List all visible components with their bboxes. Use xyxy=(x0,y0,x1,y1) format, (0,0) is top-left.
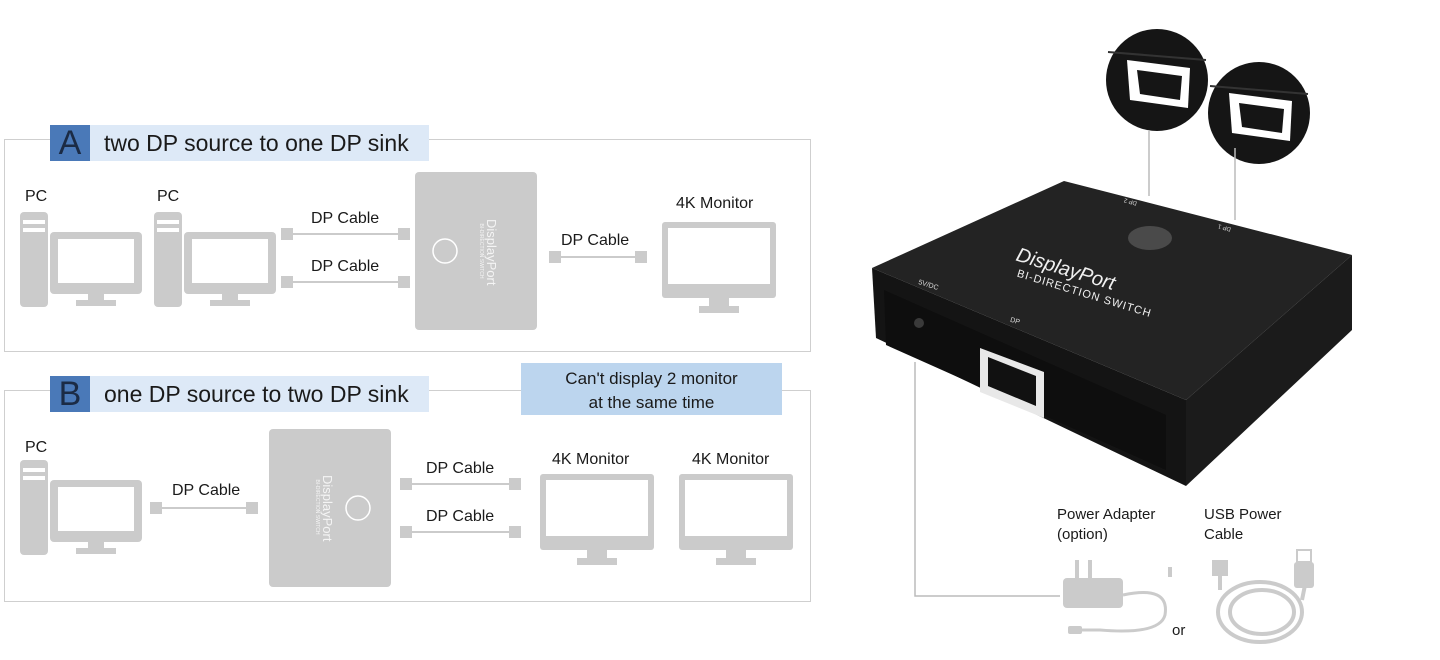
note-line-1: Can't display 2 monitor xyxy=(565,369,738,388)
pc-b-label: PC xyxy=(25,439,48,456)
or-label: or xyxy=(1172,622,1186,639)
panel-b-title: B one DP source to two DP sink xyxy=(50,375,429,413)
panel-b-letter: B xyxy=(50,375,90,413)
usb-cable-label: USB Power Cable xyxy=(1204,505,1282,545)
switch-a-icon xyxy=(415,172,537,330)
dp1-port-zoom-icon xyxy=(1208,62,1310,164)
usb-cable-icon xyxy=(1212,549,1314,644)
usb-cable-label-1: USB Power xyxy=(1204,506,1282,523)
power-adapter-label-1: Power Adapter xyxy=(1057,506,1156,523)
pc-a2-label: PC xyxy=(157,188,180,205)
note-line-2: at the same time xyxy=(588,393,715,412)
single-display-note: Can't display 2 monitor at the same time xyxy=(521,363,782,415)
cable-b1-label: DP Cable xyxy=(172,482,241,499)
monitor-b2-label: 4K Monitor xyxy=(692,451,770,468)
usb-cable-label-2: Cable xyxy=(1204,526,1244,543)
panel-b-title-text: one DP source to two DP sink xyxy=(104,380,409,407)
switch-b-icon xyxy=(269,429,391,587)
switch-a-brand-text: DisplayPort xyxy=(484,219,499,286)
cables-a xyxy=(281,228,647,288)
dp2-port-zoom-icon xyxy=(1106,29,1208,131)
switch-a-sub-text: BI-DIRECTION SWITCH xyxy=(478,223,484,279)
cable-a2-label: DP Cable xyxy=(311,258,380,275)
cable-a3-label: DP Cable xyxy=(561,232,630,249)
monitor-b1-label: 4K Monitor xyxy=(552,451,630,468)
switch-b-brand-text: DisplayPort xyxy=(320,475,335,542)
panel-a-title-text: two DP source to one DP sink xyxy=(104,129,409,156)
switch-device-icon xyxy=(872,181,1352,486)
switch-b-brand: DisplayPort BI-DIRECTION SWITCH xyxy=(305,475,335,542)
panel-a-title: A two DP source to one DP sink xyxy=(50,124,429,162)
cable-b2-label: DP Cable xyxy=(426,460,495,477)
pc-a1-label: PC xyxy=(25,188,48,205)
switch-a-brand: DisplayPort BI-DIRECTION SWITCH xyxy=(469,219,499,286)
power-adapter-label: Power Adapter (option) xyxy=(1057,505,1155,545)
power-adapter-label-2: (option) xyxy=(1057,526,1108,543)
monitor-a-label: 4K Monitor xyxy=(676,195,754,212)
cable-b3-label: DP Cable xyxy=(426,508,495,525)
monitor-b1-icon xyxy=(540,474,654,565)
power-adapter-icon xyxy=(1063,560,1172,634)
cables-b xyxy=(150,478,521,538)
switch-b-sub-text: BI-DIRECTION SWITCH xyxy=(314,479,320,535)
panel-a-letter: A xyxy=(50,124,90,162)
monitor-b2-icon xyxy=(679,474,793,565)
pc-a1-icon xyxy=(20,212,142,307)
cable-a1-label: DP Cable xyxy=(311,210,380,227)
pc-b-icon xyxy=(20,460,142,555)
monitor-a-icon xyxy=(662,222,776,313)
pc-a2-icon xyxy=(154,212,276,307)
